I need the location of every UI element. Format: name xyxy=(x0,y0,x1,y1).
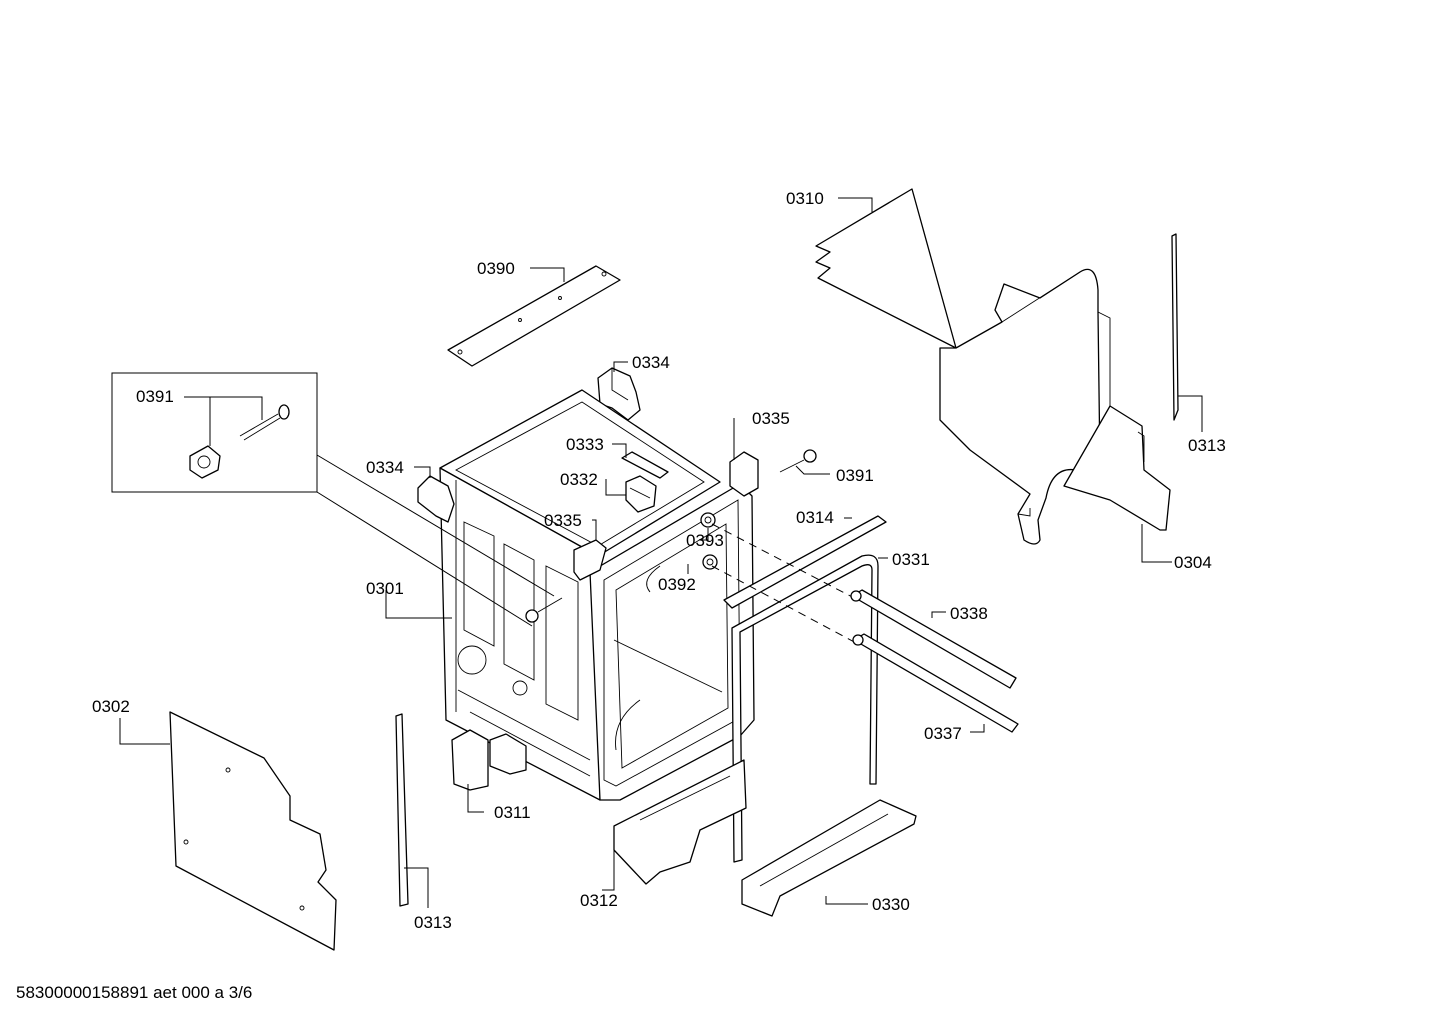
part-0391-plug-detail[interactable] xyxy=(189,445,221,479)
callout-0331[interactable]: 0331 xyxy=(892,550,930,569)
callout-0392[interactable]: 0392 xyxy=(658,575,696,594)
callout-0310[interactable]: 0310 xyxy=(786,189,824,208)
callout-0314[interactable]: 0314 xyxy=(796,508,834,527)
callout-0302[interactable]: 0302 xyxy=(92,697,130,716)
part-0312-front-panel[interactable] xyxy=(613,759,747,885)
callout-0312[interactable]: 0312 xyxy=(580,891,618,910)
part-0332-latch[interactable] xyxy=(625,475,657,513)
callout-0337[interactable]: 0337 xyxy=(924,724,962,743)
callout-0332[interactable]: 0332 xyxy=(560,470,598,489)
part-0337-rail[interactable] xyxy=(852,633,1019,733)
callout-0391-inset[interactable]: 0391 xyxy=(136,387,174,406)
part-0301-tub[interactable] xyxy=(439,389,755,801)
callout-0330[interactable]: 0330 xyxy=(872,895,910,914)
part-0333-clip[interactable] xyxy=(621,451,669,479)
part-0313-right-strip[interactable] xyxy=(1171,233,1179,421)
part-0311-base[interactable] xyxy=(451,729,527,791)
callout-0338[interactable]: 0338 xyxy=(950,604,988,623)
callout-0335-left[interactable]: 0335 xyxy=(544,511,582,530)
callout-0393[interactable]: 0393 xyxy=(686,531,724,550)
callout-0313-right[interactable]: 0313 xyxy=(1188,436,1226,455)
part-0314-front-rail[interactable] xyxy=(723,515,887,609)
part-0334-side-bracket[interactable] xyxy=(417,475,455,523)
part-0335-right-clip[interactable] xyxy=(729,451,759,497)
part-0393-bushing[interactable] xyxy=(700,512,716,528)
part-0390-rail[interactable] xyxy=(447,265,621,367)
part-0338-rail[interactable] xyxy=(850,589,1017,689)
callout-0301[interactable]: 0301 xyxy=(366,579,404,598)
part-0331-door-seal[interactable] xyxy=(731,554,879,863)
leader-lines xyxy=(119,197,1203,908)
part-0392-bushing[interactable] xyxy=(702,554,718,570)
callout-0313-left[interactable]: 0313 xyxy=(414,913,452,932)
part-0310-cover[interactable] xyxy=(815,188,1171,545)
part-0391-screw-right[interactable] xyxy=(779,449,817,473)
callout-0333[interactable]: 0333 xyxy=(566,435,604,454)
detail-inset-box xyxy=(111,372,555,627)
callout-0335-right[interactable]: 0335 xyxy=(752,409,790,428)
callout-0334-top[interactable]: 0334 xyxy=(632,353,670,372)
callout-0304[interactable]: 0304 xyxy=(1174,553,1212,572)
callout-0334-side[interactable]: 0334 xyxy=(366,458,404,477)
part-0313-left-strip[interactable] xyxy=(395,713,409,907)
drawing-id-footer: 58300000158891 aet 000 a 3/6 xyxy=(16,983,252,1002)
callout-labels: 0310 0390 0334 0391 0334 0335 0333 0332 … xyxy=(92,189,1226,932)
callout-0391-right[interactable]: 0391 xyxy=(836,466,874,485)
part-0302-side-panel[interactable] xyxy=(169,711,337,951)
part-0330-tray[interactable] xyxy=(741,799,917,917)
callout-0311[interactable]: 0311 xyxy=(494,803,531,822)
part-0391-screw-detail[interactable] xyxy=(239,404,290,441)
callout-0390[interactable]: 0390 xyxy=(477,259,515,278)
part-0391-screw-tub[interactable] xyxy=(525,597,563,623)
